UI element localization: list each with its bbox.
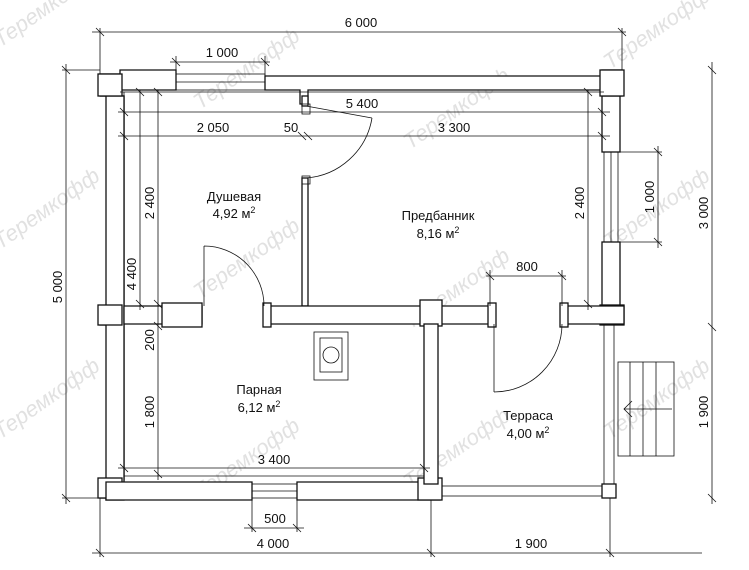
watermark: Теремкофф: [0, 0, 104, 52]
door-jamb-shower: [301, 175, 311, 185]
wall-left-cap-top: [97, 73, 123, 97]
wall-bottom-left: [105, 481, 253, 501]
dim-label-left-upper: 4 400: [124, 258, 139, 291]
room-name-steam: Парная: [236, 382, 281, 397]
shower-partition: [301, 95, 309, 107]
wall-middle-center-cap: [262, 302, 272, 328]
wall-right-mid: [601, 241, 621, 313]
dim-label-top-total: 6 000: [345, 15, 378, 30]
stove-body: [313, 331, 349, 381]
stair-arrow-icon: [623, 400, 672, 418]
dim-tick: [153, 299, 163, 309]
terrace-post-br: [601, 483, 617, 499]
dim-tick: [419, 463, 429, 473]
dim-label-left-total: 5 000: [50, 271, 65, 304]
wall-middle-right-cap2: [559, 302, 569, 328]
door-swing-steam: [203, 245, 265, 307]
room-name-terrace: Терраса: [503, 408, 554, 423]
room-labels: Душевая 4,92 м2 Предбанник 8,16 м2 Парна…: [207, 189, 554, 441]
stove-inner: [319, 337, 343, 373]
shower-partition-lower: [301, 177, 309, 307]
wall-middle-post: [419, 299, 443, 327]
doors: [203, 103, 563, 393]
dim-label-partition: 50: [284, 120, 298, 135]
wall-middle-right-cap: [487, 302, 497, 328]
dim-tick: [135, 299, 145, 309]
watermark: Теремкофф: [599, 0, 715, 74]
dim-label-bottom-window: 500: [264, 511, 286, 526]
dim-tick: [583, 87, 593, 97]
terrace-stairs: [617, 361, 675, 457]
dim-label-bottom-right: 1 900: [515, 536, 548, 551]
terrace-rail-right: [603, 324, 615, 498]
door-leaf-shower: [301, 103, 311, 115]
dim-tick: [297, 131, 307, 141]
dim-tick: [153, 469, 163, 479]
dimension-lines: [61, 27, 717, 558]
dim-tick: [153, 87, 163, 97]
room-area-steam: 6,12 м2: [238, 399, 281, 415]
terrace-rail-bottom: [441, 485, 615, 497]
dim-tick: [583, 299, 593, 309]
wall-top-right: [264, 69, 623, 105]
stove-chimney-icon: [322, 346, 340, 364]
dim-tick: [707, 322, 717, 332]
stove: [313, 331, 349, 381]
dim-label-hall-width: 3 300: [438, 120, 471, 135]
wall-middle-left-cap: [161, 302, 203, 328]
dim-tick: [119, 107, 129, 117]
wall-left-cap-mid: [97, 304, 123, 326]
dim-label-inner-width: 5 400: [346, 96, 379, 111]
dim-tick: [597, 131, 607, 141]
dim-label-bottom-left: 4 000: [257, 536, 290, 551]
wall-middle-center: [264, 305, 495, 325]
dim-label-shower-width: 2 050: [197, 120, 230, 135]
watermark: Теремкофф: [189, 23, 305, 114]
dim-label-steam-depth: 1 800: [142, 396, 157, 429]
dim-label-door-width: 800: [516, 259, 538, 274]
watermark: Теремкофф: [189, 213, 305, 304]
dim-tick: [303, 131, 313, 141]
dimension-labels: 6 000 1 000 5 400 2 050 50 3 300 5 000 4…: [50, 15, 711, 551]
dim-tick: [135, 87, 145, 97]
room-name-shower: Душевая: [207, 189, 261, 204]
room-area-terrace: 4,00 м2: [507, 425, 550, 441]
dim-label-steam-width: 3 400: [258, 452, 291, 467]
room-name-hall: Предбанник: [402, 208, 475, 223]
dim-label-hall-depth: 2 400: [572, 187, 587, 220]
dim-tick: [597, 107, 607, 117]
room-area-shower: 4,92 м2: [213, 205, 256, 221]
wall-middle-right: [561, 305, 625, 325]
watermark: Теремкофф: [0, 163, 104, 254]
door-swing-terrace: [493, 323, 563, 393]
dim-tick: [707, 65, 717, 75]
dim-tick: [119, 131, 129, 141]
dim-label-right-upper: 3 000: [696, 197, 711, 230]
dim-label-right-lower: 1 900: [696, 396, 711, 429]
dim-tick: [707, 493, 717, 503]
wall-right-upper: [601, 95, 621, 153]
dim-label-partition-depth: 200: [142, 329, 157, 351]
room-area-hall: 8,16 м2: [417, 225, 460, 241]
dim-label-side-window: 1 000: [642, 181, 657, 214]
wall-left-body: [105, 95, 125, 501]
watermark: Теремкофф: [399, 403, 515, 494]
wall-steam-terrace: [423, 323, 439, 485]
dim-label-shower-depth: 2 400: [142, 187, 157, 220]
watermark: Теремкофф: [0, 353, 104, 444]
dim-label-top-window: 1 000: [206, 45, 239, 60]
dim-tick: [153, 321, 163, 331]
door-swing-shower: [305, 105, 373, 179]
dim-tick: [119, 463, 129, 473]
